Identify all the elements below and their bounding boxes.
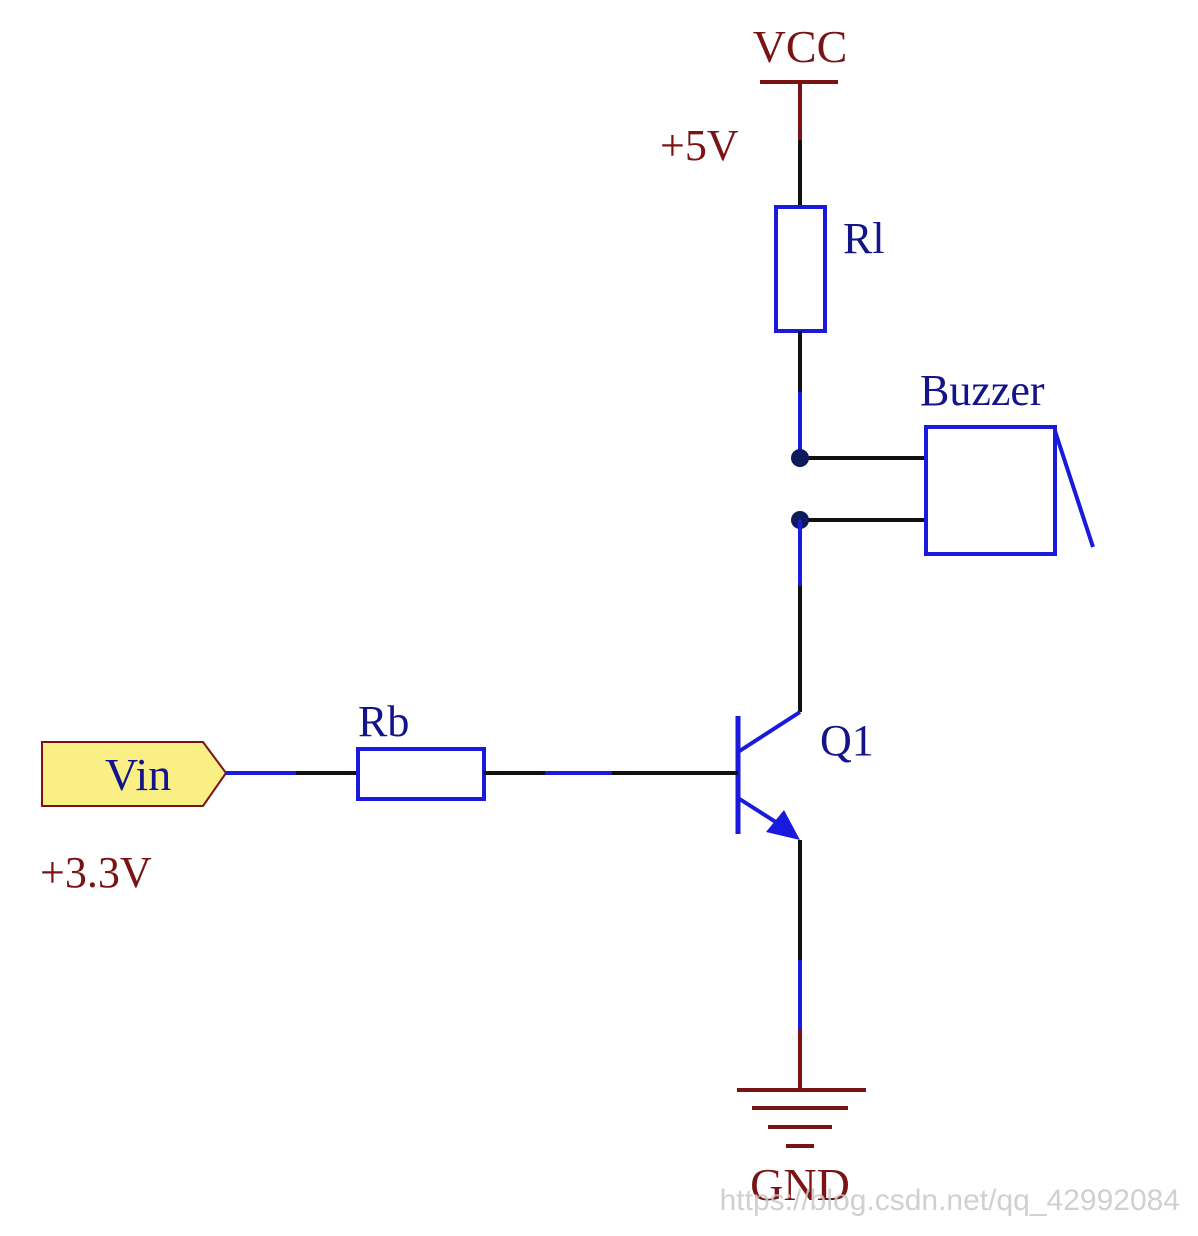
rb-resistor xyxy=(356,747,486,801)
vcc-voltage-label: +5V xyxy=(660,121,739,170)
gnd-power-symbol xyxy=(737,1088,866,1148)
buzzer-body xyxy=(924,425,1057,556)
q1-emitter xyxy=(736,796,784,828)
buzzer-symbol xyxy=(791,425,1095,556)
watermark-text: https://blog.csdn.net/qq_42992084 xyxy=(720,1184,1180,1217)
buzzer-diaphragm xyxy=(1053,430,1095,548)
q1-collector xyxy=(736,710,802,754)
vcc-label: VCC xyxy=(753,21,848,72)
vcc-power-symbol xyxy=(760,80,838,140)
q1-label: Q1 xyxy=(820,716,874,765)
gnd-label: GND xyxy=(750,1159,850,1210)
q1-emitter-arrow xyxy=(766,810,800,840)
vin-port-label: Vin xyxy=(105,749,171,800)
buzzer-label: Buzzer xyxy=(920,366,1045,415)
r1-label: Rl xyxy=(843,214,885,263)
rb-label: Rb xyxy=(358,697,409,746)
vin-port-shape xyxy=(41,741,228,807)
q1-npn-transistor xyxy=(735,710,802,840)
r1-resistor xyxy=(774,205,827,333)
junction-dot xyxy=(791,449,809,467)
vin-voltage-label: +3.3V xyxy=(40,848,152,897)
vin-input-port xyxy=(41,741,228,807)
